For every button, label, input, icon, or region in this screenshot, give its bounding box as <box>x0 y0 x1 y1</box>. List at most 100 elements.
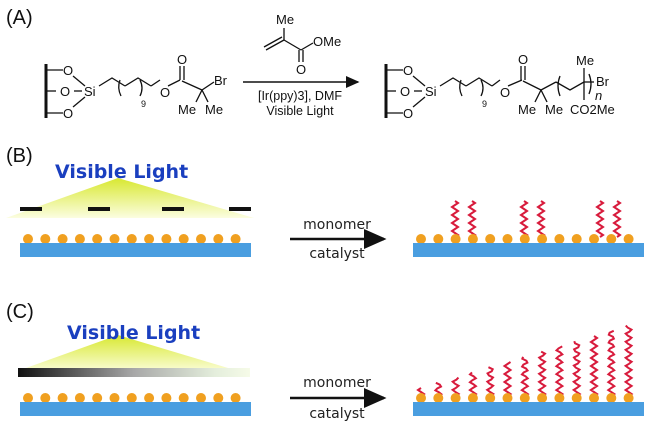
reactant-atoms: O O O Si 9 O O Br Me Me <box>60 52 228 121</box>
polymer-chain <box>571 340 582 397</box>
initiator-dot <box>589 234 599 244</box>
arrow-label-catalyst: catalyst <box>309 246 365 262</box>
bond <box>412 96 426 108</box>
bracket <box>588 73 592 95</box>
initiator-dot <box>161 234 172 244</box>
initiator-dot <box>126 393 137 403</box>
substrate <box>20 243 251 257</box>
initiator-dot <box>196 393 206 403</box>
atom-ester-o: O <box>160 85 170 100</box>
polymer-chain <box>502 361 513 397</box>
conditions-line-2: Visible Light <box>266 104 334 118</box>
reagent-methyl: Me <box>276 12 294 27</box>
bracket <box>557 75 561 97</box>
panel-c-label: (C) <box>6 301 34 323</box>
bond <box>72 96 86 108</box>
product-atoms: O O O Si 9 O O Me Me Me Br n CO2Me <box>400 52 615 121</box>
atom-o: O <box>63 63 73 78</box>
initiator-dot <box>537 234 548 244</box>
panel-a-label: (A) <box>6 7 33 29</box>
polymer-chain <box>450 376 461 397</box>
panel-b: (B) Visible Light monomer catalyst <box>6 145 644 262</box>
polymer-chain <box>554 345 565 397</box>
methyl-label: Me <box>178 102 196 117</box>
initiator-dot <box>74 393 85 403</box>
mask-segment <box>88 207 110 211</box>
atom-si: Si <box>84 84 96 99</box>
visible-light-label: Visible Light <box>67 322 200 344</box>
polymer-chain <box>537 350 547 397</box>
light-cone <box>26 335 228 368</box>
bond <box>412 75 426 87</box>
atom-o: O <box>60 84 70 99</box>
bond <box>201 81 215 91</box>
bond <box>555 81 585 91</box>
atom-o: O <box>63 106 73 121</box>
polymer-chain <box>485 366 496 397</box>
initiator-dot <box>502 234 513 244</box>
atom-o: O <box>403 63 413 78</box>
bond <box>124 77 152 87</box>
visible-light-label: Visible Light <box>55 161 188 183</box>
initiator-dot <box>213 234 224 244</box>
bond <box>507 79 523 87</box>
initiator-dot <box>589 393 599 403</box>
substrate <box>413 243 644 257</box>
polymer-chain <box>520 356 530 397</box>
initiator-dot <box>519 393 530 403</box>
polymer-chain <box>468 371 478 397</box>
bond <box>72 75 86 87</box>
initiator-dot <box>433 234 444 244</box>
polymer-chain <box>595 200 605 238</box>
initiator-dot <box>230 393 241 403</box>
initiator-dot <box>23 234 33 244</box>
initiator-dot <box>161 393 172 403</box>
polymer-chain <box>467 200 477 238</box>
polymer-chain <box>606 329 617 397</box>
initiator-dot <box>450 393 461 403</box>
mask-segment <box>229 207 251 211</box>
initiator-layer <box>416 393 634 403</box>
initiator-dot <box>23 393 33 403</box>
reagent-carbonyl-o: O <box>296 62 306 77</box>
initiator-dot <box>537 393 548 403</box>
initiator-dot <box>230 234 241 244</box>
light-cone <box>6 178 254 218</box>
bracket <box>480 79 484 97</box>
bond <box>98 77 126 87</box>
mask-segment <box>20 207 42 211</box>
initiator-dot <box>92 234 103 244</box>
initiator-dot <box>450 234 461 244</box>
initiator-dot <box>502 393 513 403</box>
bond <box>491 79 501 87</box>
initiator-dot <box>623 234 634 244</box>
reagent-ester: OMe <box>313 34 341 49</box>
reagent-structure <box>263 28 314 62</box>
mask-segment <box>162 207 184 211</box>
panel-b-label: (B) <box>6 145 33 167</box>
bond <box>150 79 161 87</box>
bond <box>167 79 181 87</box>
repeat-n: n <box>595 88 602 103</box>
initiator-dot <box>571 234 582 244</box>
initiator-dot <box>126 234 137 244</box>
atom-br: Br <box>214 73 228 88</box>
methyl-label: Me <box>545 102 563 117</box>
polymer-chain <box>612 200 622 238</box>
bracket <box>459 79 463 97</box>
initiator-dot <box>109 234 120 244</box>
panel-c: (C) Visible Light monomer catalyst <box>6 301 644 422</box>
atom-br: Br <box>596 74 610 89</box>
bond <box>300 42 314 51</box>
chain-methyl-label: Me <box>576 53 594 68</box>
initiator-dot <box>485 234 496 244</box>
polymer-brushes <box>450 200 622 238</box>
substrate <box>20 402 251 416</box>
initiator-dot <box>57 234 68 244</box>
initiator-dot <box>144 234 155 244</box>
bond <box>265 39 285 51</box>
polymer-brushes <box>416 324 634 397</box>
initiator-dot <box>40 234 51 244</box>
bond <box>540 89 548 103</box>
